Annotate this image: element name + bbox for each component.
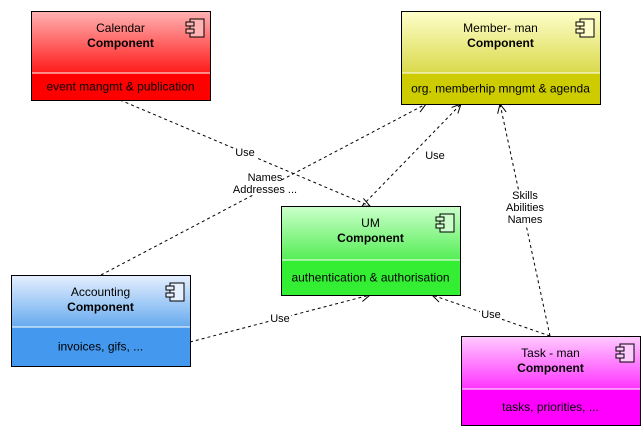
component-stereotype: Component	[467, 36, 534, 50]
dependency-task-um[interactable]: Use	[430, 293, 551, 337]
dependency-accounting-member[interactable]: NamesAddresses ...	[100, 103, 428, 276]
label-background	[424, 150, 446, 161]
uml-component-icon	[185, 18, 205, 38]
label-background	[496, 202, 554, 213]
uml-component-icon	[435, 213, 455, 233]
dependency-label: Abilities	[506, 202, 544, 214]
uml-component-icon	[615, 343, 635, 363]
dependency-label: Use	[481, 309, 501, 321]
label-background	[234, 147, 256, 158]
component-body	[31, 73, 210, 100]
component-body	[401, 73, 600, 104]
component-header	[401, 11, 600, 73]
dependency-label: Use	[425, 150, 445, 162]
dependency-um-member[interactable]: Use	[361, 103, 462, 207]
dependency-label: Skills	[512, 190, 538, 202]
component-body	[461, 389, 640, 425]
component-header	[281, 206, 460, 260]
label-background	[508, 214, 542, 225]
component-stereotype: Component	[67, 300, 134, 314]
dependency-line	[189, 294, 371, 343]
component-border	[281, 206, 461, 296]
label-background	[480, 309, 502, 320]
component-name: Task - man	[521, 346, 580, 360]
component-stereotype: Component	[87, 36, 154, 50]
arrowhead	[359, 198, 372, 207]
dependency-label: Use	[235, 147, 255, 159]
dependency-label: Addresses ...	[233, 184, 297, 196]
label-background	[269, 313, 291, 324]
component-header	[31, 11, 210, 73]
dependency-line	[361, 103, 462, 207]
component-border	[401, 11, 601, 105]
component-description: tasks, priorities, ...	[502, 400, 599, 414]
component-name: UM	[361, 216, 380, 230]
component-name: Accounting	[71, 285, 130, 299]
component-description: event mangmt & publication	[46, 80, 194, 94]
label-background	[224, 184, 306, 195]
label-background	[505, 190, 545, 201]
dependency-label: Names	[248, 172, 283, 184]
dependency-label: Use	[270, 313, 290, 325]
dependency-label: Names	[508, 214, 543, 226]
component-stereotype: Component	[517, 361, 584, 375]
component-body	[281, 260, 460, 295]
component-description: org. memberhip mngmt & agenda	[411, 82, 590, 96]
component-description: authentication & authorisation	[291, 271, 449, 285]
component-border	[31, 11, 211, 101]
component-header	[11, 275, 190, 327]
uml-component-icon	[165, 282, 185, 302]
dependency-accounting-um[interactable]: Use	[189, 292, 372, 343]
arrowhead	[415, 103, 428, 113]
component-header	[461, 336, 640, 389]
component-body	[11, 327, 190, 366]
component-border	[461, 336, 641, 426]
label-background	[248, 172, 282, 183]
component-name: Calendar	[96, 21, 145, 35]
component-name: Member- man	[463, 21, 538, 35]
uml-component-icon	[575, 18, 595, 38]
component-border	[11, 275, 191, 367]
component-stereotype: Component	[337, 231, 404, 245]
component-description: invoices, gifs, ...	[58, 340, 143, 354]
dependency-line	[100, 103, 427, 276]
